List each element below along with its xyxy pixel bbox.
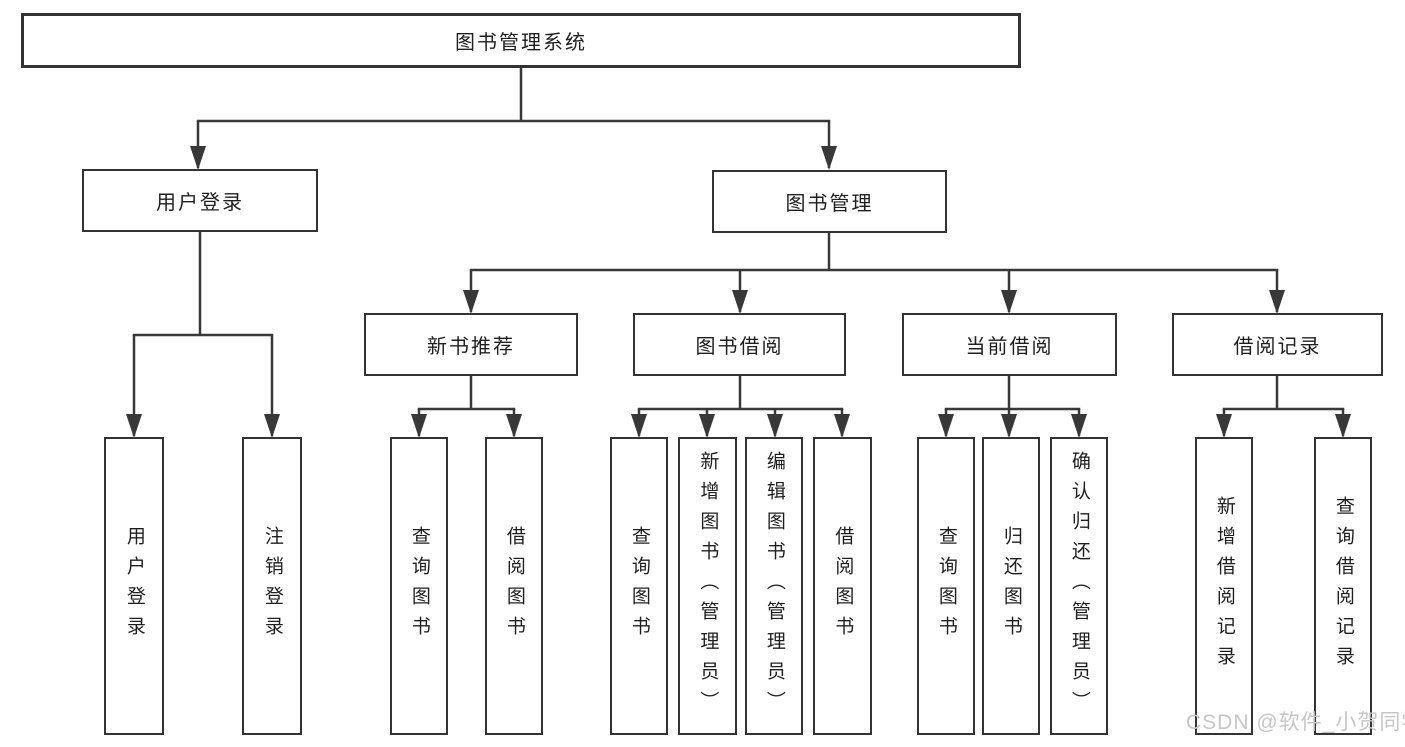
leaf-edit-book-admin-label: 编辑图书（管理员） <box>763 451 785 721</box>
node-book-borrow-label: 图书借阅 <box>695 336 784 358</box>
leaf-confirm-return-admin: 确认归还（管理员） <box>1050 437 1108 735</box>
leaf-add-book-admin-label: 新增图书（管理员） <box>697 451 719 721</box>
node-current-borrow-label: 当前借阅 <box>965 336 1054 358</box>
leaf-borrow-book-label: 借阅图书 <box>832 526 854 646</box>
node-borrow-record-label: 借阅记录 <box>1233 336 1322 358</box>
leaf-return-book: 归还图书 <box>982 437 1040 735</box>
leaf-query-borrow-record: 查询借阅记录 <box>1314 437 1372 735</box>
node-user-login-label: 用户登录 <box>156 192 244 214</box>
leaf-logout-label: 注销登录 <box>261 526 283 646</box>
leaf-return-book-label: 归还图书 <box>1000 526 1022 646</box>
leaf-borrow-query-book-label: 查询图书 <box>628 526 650 646</box>
leaf-current-query-book-label: 查询图书 <box>935 526 957 646</box>
leaf-add-borrow-record: 新增借阅记录 <box>1195 437 1253 735</box>
leaf-borrow-query-book: 查询图书 <box>610 437 668 735</box>
node-new-book-recommend-label: 新书推荐 <box>427 336 515 358</box>
node-new-book-recommend: 新书推荐 <box>364 313 578 376</box>
node-book-mgmt-label: 图书管理 <box>785 193 874 215</box>
node-root-label: 图书管理系统 <box>455 32 587 54</box>
leaf-add-borrow-record-label: 新增借阅记录 <box>1213 496 1235 676</box>
node-book-borrow: 图书借阅 <box>633 313 846 376</box>
leaf-edit-book-admin: 编辑图书（管理员） <box>745 437 803 735</box>
leaf-user-login-label: 用户登录 <box>123 526 145 646</box>
leaf-user-login: 用户登录 <box>104 437 164 735</box>
leaf-add-book-admin: 新增图书（管理员） <box>678 437 737 735</box>
node-borrow-record: 借阅记录 <box>1172 313 1383 376</box>
leaf-current-query-book: 查询图书 <box>917 437 975 735</box>
node-user-login: 用户登录 <box>82 169 318 232</box>
leaf-borrow-book: 借阅图书 <box>813 437 872 735</box>
leaf-recommend-query-book-label: 查询图书 <box>408 526 430 646</box>
node-current-borrow: 当前借阅 <box>902 313 1117 376</box>
leaf-recommend-borrow-book-label: 借阅图书 <box>503 526 525 646</box>
node-book-mgmt: 图书管理 <box>712 170 947 233</box>
node-root: 图书管理系统 <box>21 13 1021 68</box>
leaf-recommend-query-book: 查询图书 <box>390 437 448 735</box>
leaf-logout: 注销登录 <box>242 437 302 735</box>
leaf-recommend-borrow-book: 借阅图书 <box>485 437 543 735</box>
csdn-watermark: CSDN @软件_小贺同学 <box>1186 711 1405 734</box>
leaf-confirm-return-admin-label: 确认归还（管理员） <box>1068 451 1090 721</box>
leaf-query-borrow-record-label: 查询借阅记录 <box>1332 496 1354 676</box>
